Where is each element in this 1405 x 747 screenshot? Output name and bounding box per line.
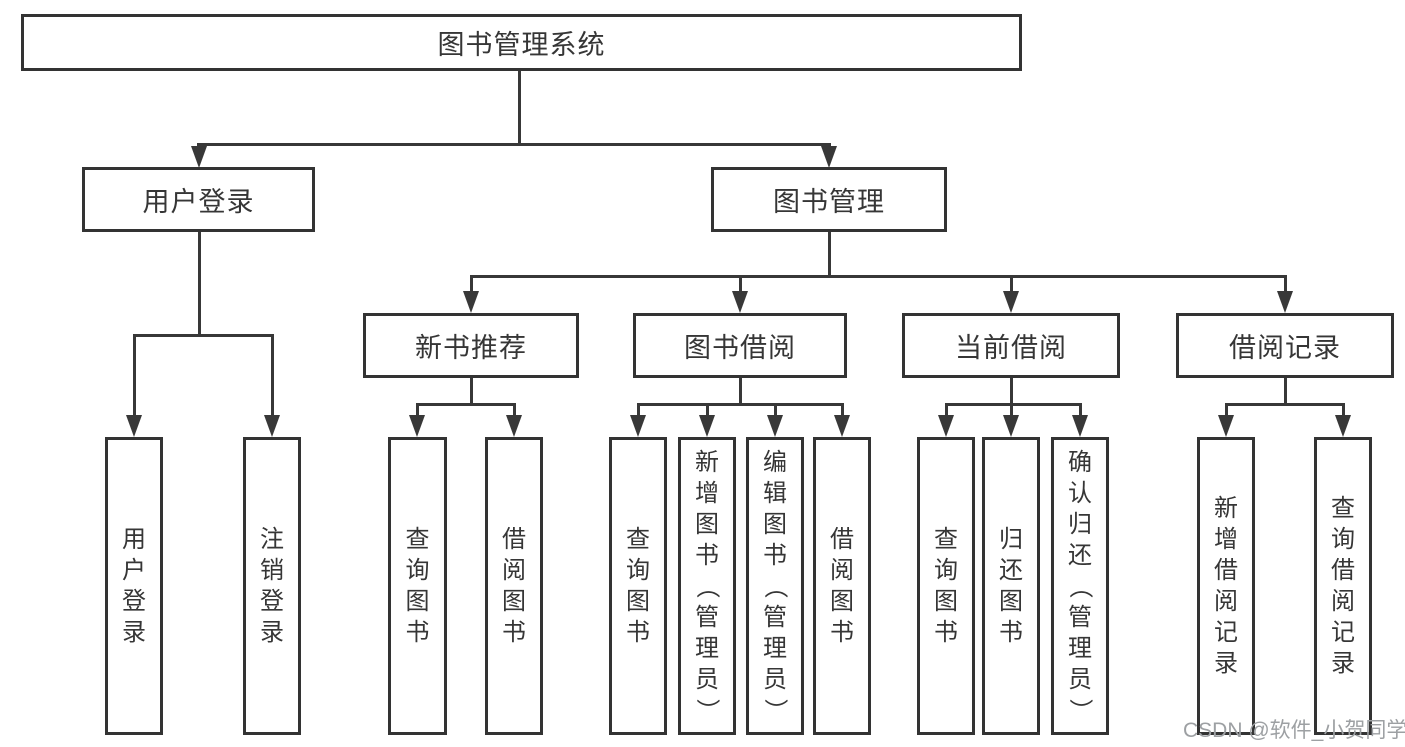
arrowhead-down-icon xyxy=(1072,415,1088,437)
arrowhead-down-icon xyxy=(191,146,207,168)
node-label: 借阅记录 xyxy=(1229,333,1341,363)
csdn-watermark: CSDN @软件_小贺同学 xyxy=(1183,719,1405,742)
arrowhead-down-icon xyxy=(1003,291,1019,313)
leaf-add-borrow-record: 新增借阅记录 xyxy=(1197,437,1255,735)
arrowhead-down-icon xyxy=(938,415,954,437)
leaf-borrow-books: 借阅图书 xyxy=(485,437,543,735)
arrowhead-down-icon xyxy=(1218,415,1234,437)
connector-arrow-stem xyxy=(1010,403,1013,417)
arrowhead-down-icon xyxy=(264,415,280,437)
node-borrow-records: 借阅记录 xyxy=(1176,313,1394,378)
leaf-query-borrow-record: 查询借阅记录 xyxy=(1314,437,1372,735)
connector-currentborrow-bar xyxy=(945,403,1082,406)
connector-arrow-stem xyxy=(416,403,419,417)
connector-arrow-stem xyxy=(133,334,136,417)
arrowhead-down-icon xyxy=(1277,291,1293,313)
connector-newbook-bar xyxy=(416,403,516,406)
connector-root-bar xyxy=(197,143,831,146)
connector-arrow-stem xyxy=(1079,403,1082,417)
arrowhead-down-icon xyxy=(409,415,425,437)
leaf-return-books: 归还图书 xyxy=(982,437,1040,735)
connector-arrow-stem xyxy=(841,403,844,417)
leaf-query-books: 查询图书 xyxy=(388,437,447,735)
leaf-query-books: 查询图书 xyxy=(609,437,667,735)
arrowhead-down-icon xyxy=(630,415,646,437)
leaf-add-book-admin: 新增图书（管理员） xyxy=(678,437,736,735)
connector-userlogin-bar xyxy=(133,334,274,337)
connector-arrow-stem xyxy=(945,403,948,417)
node-label: 用户登录 xyxy=(142,187,255,217)
node-user-login: 用户登录 xyxy=(82,167,315,232)
arrowhead-down-icon xyxy=(1335,415,1351,437)
node-book-borrow: 图书借阅 xyxy=(633,313,847,378)
arrowhead-down-icon xyxy=(463,291,479,313)
connector-arrow-stem xyxy=(706,403,709,417)
connector-arrow-stem xyxy=(1284,275,1287,295)
connector-currentborrow-stem xyxy=(1010,376,1013,405)
connector-arrow-stem xyxy=(271,334,274,417)
connector-arrow-stem xyxy=(1342,403,1345,417)
connector-bookborrow-bar xyxy=(637,403,844,406)
arrowhead-down-icon xyxy=(1003,415,1019,437)
node-root: 图书管理系统 xyxy=(21,14,1022,71)
node-label: 当前借阅 xyxy=(955,333,1067,363)
arrowhead-down-icon xyxy=(834,415,850,437)
arrowhead-down-icon xyxy=(732,291,748,313)
node-label: 图书管理系统 xyxy=(437,30,606,60)
node-book-management: 图书管理 xyxy=(711,167,947,232)
arrowhead-down-icon xyxy=(699,415,715,437)
arrowhead-down-icon xyxy=(767,415,783,437)
connector-arrow-stem xyxy=(470,275,473,295)
leaf-user-login: 用户登录 xyxy=(105,437,163,735)
leaf-edit-book-admin: 编辑图书（管理员） xyxy=(746,437,804,735)
connector-bookmgmt-bar xyxy=(470,275,1287,278)
connector-arrow-stem xyxy=(739,275,742,295)
connector-root-stem xyxy=(518,69,521,146)
node-label: 图书管理 xyxy=(773,187,885,217)
leaf-query-books: 查询图书 xyxy=(917,437,975,735)
connector-newbook-stem xyxy=(470,376,473,405)
connector-arrow-stem xyxy=(513,403,516,417)
arrowhead-down-icon xyxy=(506,415,522,437)
connector-userlogin-stem xyxy=(198,230,201,336)
leaf-logout: 注销登录 xyxy=(243,437,301,735)
connector-borrowrecords-stem xyxy=(1284,376,1287,405)
node-current-borrow: 当前借阅 xyxy=(902,313,1120,378)
leaf-borrow-books: 借阅图书 xyxy=(813,437,871,735)
arrowhead-down-icon xyxy=(821,146,837,168)
node-label: 图书借阅 xyxy=(684,333,796,363)
node-new-book-recommend: 新书推荐 xyxy=(363,313,579,378)
connector-arrow-stem xyxy=(637,403,640,417)
connector-arrow-stem xyxy=(774,403,777,417)
node-label: 新书推荐 xyxy=(415,333,527,363)
connector-bookmgmt-stem xyxy=(828,230,831,278)
connector-borrowrecords-bar xyxy=(1225,403,1345,406)
connector-arrow-stem xyxy=(1225,403,1228,417)
connector-bookborrow-stem xyxy=(739,376,742,405)
leaf-confirm-return-admin: 确认归还（管理员） xyxy=(1051,437,1109,735)
connector-arrow-stem xyxy=(1010,275,1013,295)
arrowhead-down-icon xyxy=(126,415,142,437)
